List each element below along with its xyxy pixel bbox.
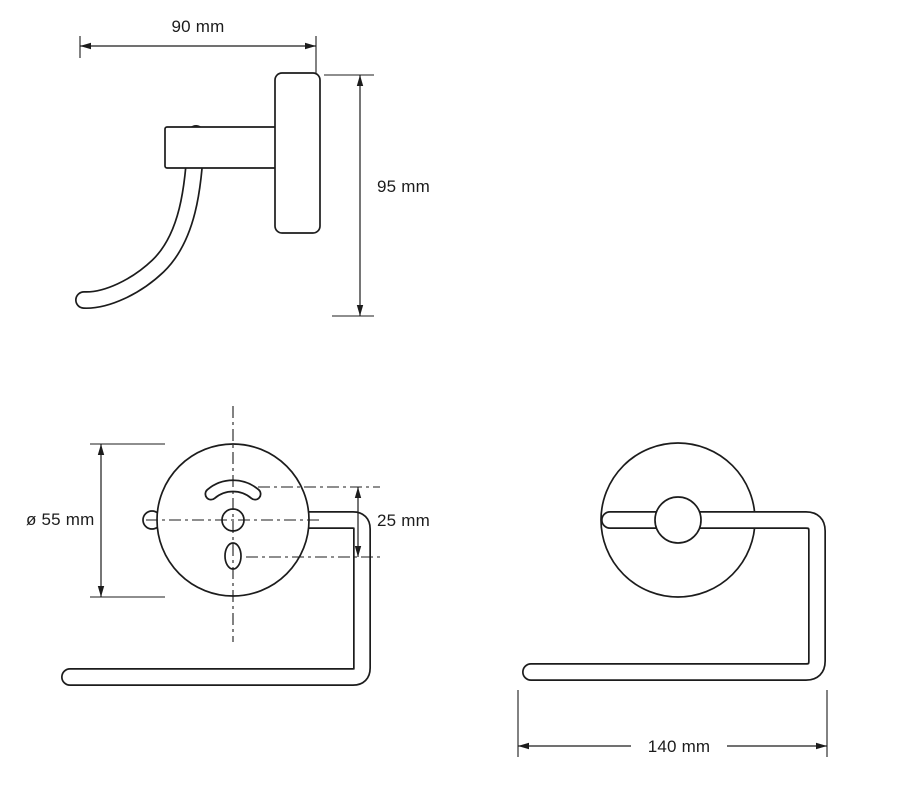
perspective-view: [517, 442, 828, 757]
dimension-95mm: [324, 74, 374, 317]
label-diameter-55mm: ø 55 mm: [26, 510, 95, 529]
roll-bar-right: [522, 511, 826, 681]
label-spacing-25mm: 25 mm: [377, 511, 430, 530]
mount-arm: [164, 126, 279, 169]
dimension-diameter: [90, 443, 165, 598]
front-view: [61, 406, 380, 686]
dimension-90mm: [79, 36, 317, 73]
dimension-25mm: [246, 486, 380, 558]
label-width-90mm: 90 mm: [171, 17, 225, 36]
center-hub: [654, 496, 702, 544]
hook-arm: [75, 125, 205, 310]
side-view: [75, 36, 374, 317]
wall-plate-side: [274, 72, 321, 234]
label-width-140mm: 140 mm: [631, 737, 727, 757]
label-height-95mm: 95 mm: [377, 177, 430, 196]
